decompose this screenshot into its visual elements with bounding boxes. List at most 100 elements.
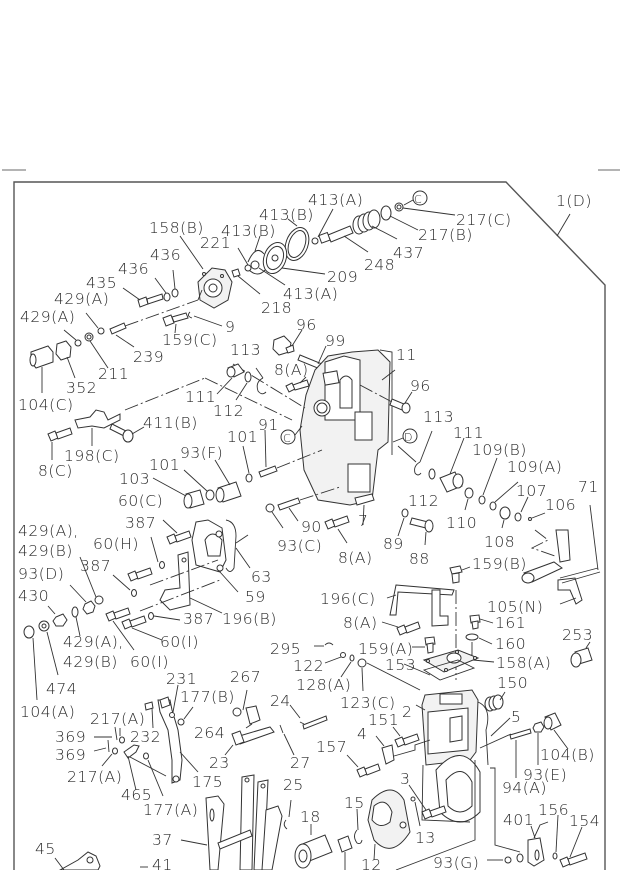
label-429a-comma: 429(A), xyxy=(63,633,124,651)
label-3: 3 xyxy=(400,770,410,788)
label-60h: 60(H) xyxy=(93,535,139,553)
part-bolt-60c xyxy=(162,519,192,545)
part-nut-123c xyxy=(357,658,421,692)
label-101: 101 xyxy=(227,428,258,446)
label-63: 63 xyxy=(251,568,272,586)
part-gasket-153 xyxy=(422,659,476,681)
label-159c: 159(C) xyxy=(162,331,218,349)
part-nut-218 xyxy=(231,268,261,295)
part-sleeve-108 xyxy=(499,506,511,529)
part-cap-104a xyxy=(23,625,38,701)
part-washer-122 xyxy=(324,652,346,664)
label-352: 352 xyxy=(66,379,97,397)
label-113: 113 xyxy=(230,341,261,359)
part-cap-104b xyxy=(543,712,569,750)
label-198c: 198(C) xyxy=(64,447,120,465)
label-13: 13 xyxy=(415,829,436,847)
part-bolt-154 xyxy=(559,826,588,868)
part-washer-110 xyxy=(464,487,474,511)
part-bolt-267 xyxy=(232,689,248,717)
part-bracket-198c xyxy=(74,409,121,446)
label-413b: 413(B) xyxy=(221,222,276,240)
label-104c: 104(C) xyxy=(18,396,74,414)
label-221: 221 xyxy=(200,234,231,252)
part-bolt-8a-mid xyxy=(324,515,350,544)
label-5: 5 xyxy=(511,708,521,726)
label-18: 18 xyxy=(300,808,321,826)
label-413a: 413(A) xyxy=(283,285,338,303)
part-nut-93g xyxy=(487,853,524,864)
part-oring-112 xyxy=(235,371,252,401)
label-27: 27 xyxy=(290,754,311,772)
label-177a: 177(A) xyxy=(143,801,198,819)
label-232: 232 xyxy=(130,728,161,746)
label-111: 111 xyxy=(185,388,216,406)
part-nut-430 xyxy=(47,605,68,627)
label-151: 151 xyxy=(368,711,399,729)
label-25: 25 xyxy=(283,776,304,794)
label-105n: 105(N) xyxy=(487,598,543,616)
part-lever-175 xyxy=(157,699,199,784)
part-nut-413a xyxy=(311,208,334,245)
label-24: 24 xyxy=(270,692,291,710)
label-9: 9 xyxy=(225,318,235,336)
label-437: 437 xyxy=(393,244,424,262)
label-295: 295 xyxy=(270,640,301,658)
part-clip-9 xyxy=(187,311,223,327)
label-429a: 429(A) xyxy=(20,308,75,326)
label-109a: 109(A) xyxy=(507,458,562,476)
part-stud-90 xyxy=(277,486,341,522)
part-weight-12 xyxy=(367,789,411,861)
part-clip-387-c xyxy=(148,612,181,621)
part-cap-104c xyxy=(29,345,54,393)
label-113: 113 xyxy=(423,408,454,426)
label-248: 248 xyxy=(364,256,395,274)
label-59: 59 xyxy=(245,588,266,606)
label-159b: 159(B) xyxy=(472,555,527,573)
leader-line xyxy=(197,289,203,301)
leader-line xyxy=(395,760,476,870)
part-washers-217a xyxy=(101,728,125,767)
label-160: 160 xyxy=(495,635,526,653)
label-474: 474 xyxy=(46,680,77,698)
label-2: 2 xyxy=(402,703,412,721)
part-plate-413b xyxy=(247,235,266,275)
label-465: 465 xyxy=(121,786,152,804)
label-177b: 177(B) xyxy=(180,688,235,706)
label-217c: 217(C) xyxy=(456,211,512,229)
label-122: 122 xyxy=(293,657,324,675)
label-218: 218 xyxy=(261,299,292,317)
callout-marker-d: D xyxy=(392,428,418,444)
part-lever-45 xyxy=(54,851,101,870)
label-60i: 60(I) xyxy=(130,653,169,671)
part-drum-18 xyxy=(294,824,333,869)
part-spring-437 xyxy=(352,209,398,240)
label-96: 96 xyxy=(296,316,317,334)
label-156: 156 xyxy=(538,801,569,819)
label-60i: 60(I) xyxy=(160,633,199,651)
label-96: 96 xyxy=(410,377,431,395)
axis-line xyxy=(139,579,221,612)
part-nut-474 xyxy=(38,620,59,676)
part-ring-413b xyxy=(284,218,310,261)
svg-text:C: C xyxy=(414,193,422,206)
label-93e: 93(E) xyxy=(523,766,567,784)
label-159a: 159(A) xyxy=(358,640,413,658)
label-264: 264 xyxy=(194,724,225,742)
label-8c: 8(C) xyxy=(38,462,73,480)
label-41: 41 xyxy=(152,856,173,870)
label-436: 436 xyxy=(150,246,181,264)
part-bolt-151 xyxy=(392,726,420,748)
part-link-264 xyxy=(245,705,261,729)
part-washer-89 xyxy=(397,508,409,537)
label-430: 430 xyxy=(18,587,49,605)
part-washer-429b xyxy=(79,556,104,605)
label-435: 435 xyxy=(86,274,117,292)
label-93c: 93(C) xyxy=(277,537,322,555)
part-clip-177b xyxy=(177,706,194,726)
label-45: 45 xyxy=(35,840,56,858)
part-sleeve-93f xyxy=(214,459,242,503)
part-washer-128a xyxy=(340,654,355,678)
part-lever-105n xyxy=(521,529,583,605)
